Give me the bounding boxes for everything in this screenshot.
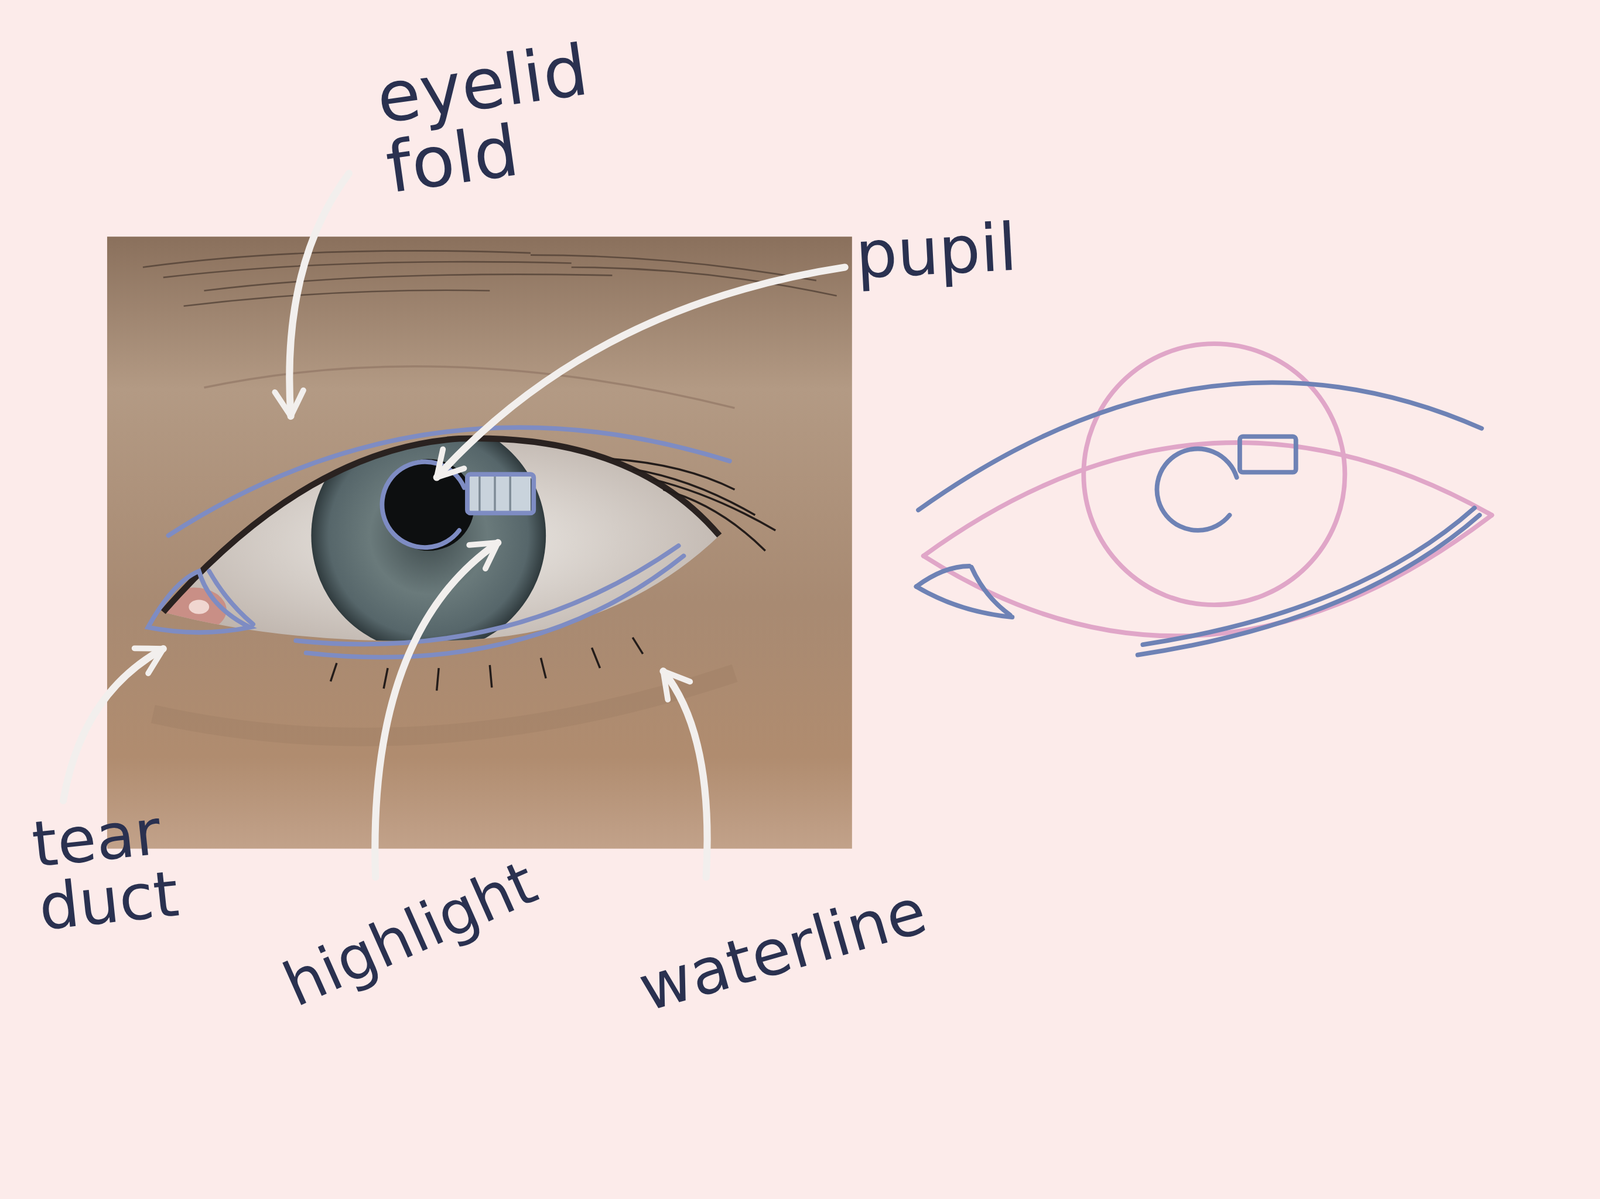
part-label: eyelid fold	[372, 22, 694, 204]
part-label: highlight	[275, 788, 686, 1017]
eye-sketch	[916, 343, 1493, 655]
eye-photo	[107, 236, 853, 849]
part-label: waterline	[632, 838, 1078, 1022]
overlay-lines	[148, 427, 730, 658]
leader-arrows	[63, 173, 846, 878]
part-label: tear duct	[29, 794, 235, 940]
part-label: pupil	[853, 209, 1103, 289]
